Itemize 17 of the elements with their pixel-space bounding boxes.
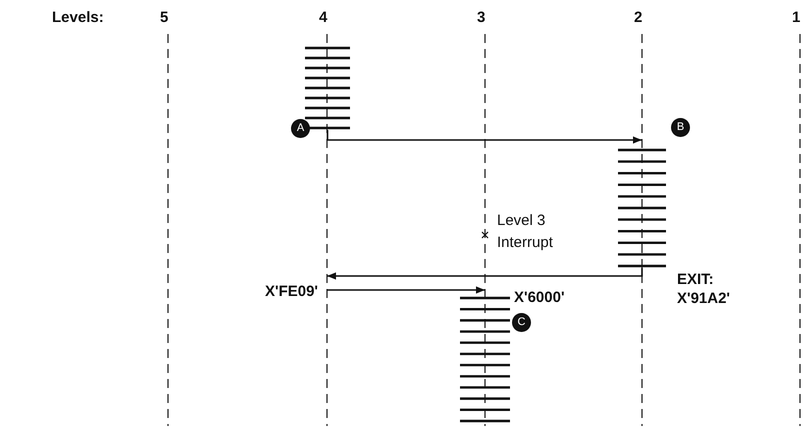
address-label: X'6000' bbox=[514, 288, 566, 307]
callout-letter: A bbox=[291, 119, 310, 138]
interrupt-note: Level 3 Interrupt bbox=[497, 211, 554, 253]
callout-letter: B bbox=[671, 118, 690, 137]
levels-heading: Levels: bbox=[52, 8, 105, 27]
address-label: X'FE09' bbox=[215, 268, 327, 304]
arrow bbox=[327, 268, 643, 280]
level-number: 1 bbox=[792, 8, 802, 27]
level-number: 3 bbox=[477, 8, 486, 27]
address-label: EXIT: X'91A2' bbox=[677, 270, 731, 308]
arrow bbox=[326, 130, 642, 144]
callout-letter: C bbox=[512, 313, 531, 332]
arrow bbox=[327, 286, 486, 294]
level-number: 4 bbox=[319, 8, 328, 27]
level-number: 2 bbox=[634, 8, 644, 27]
level-number: 5 bbox=[160, 8, 170, 27]
code-block bbox=[305, 44, 350, 130]
